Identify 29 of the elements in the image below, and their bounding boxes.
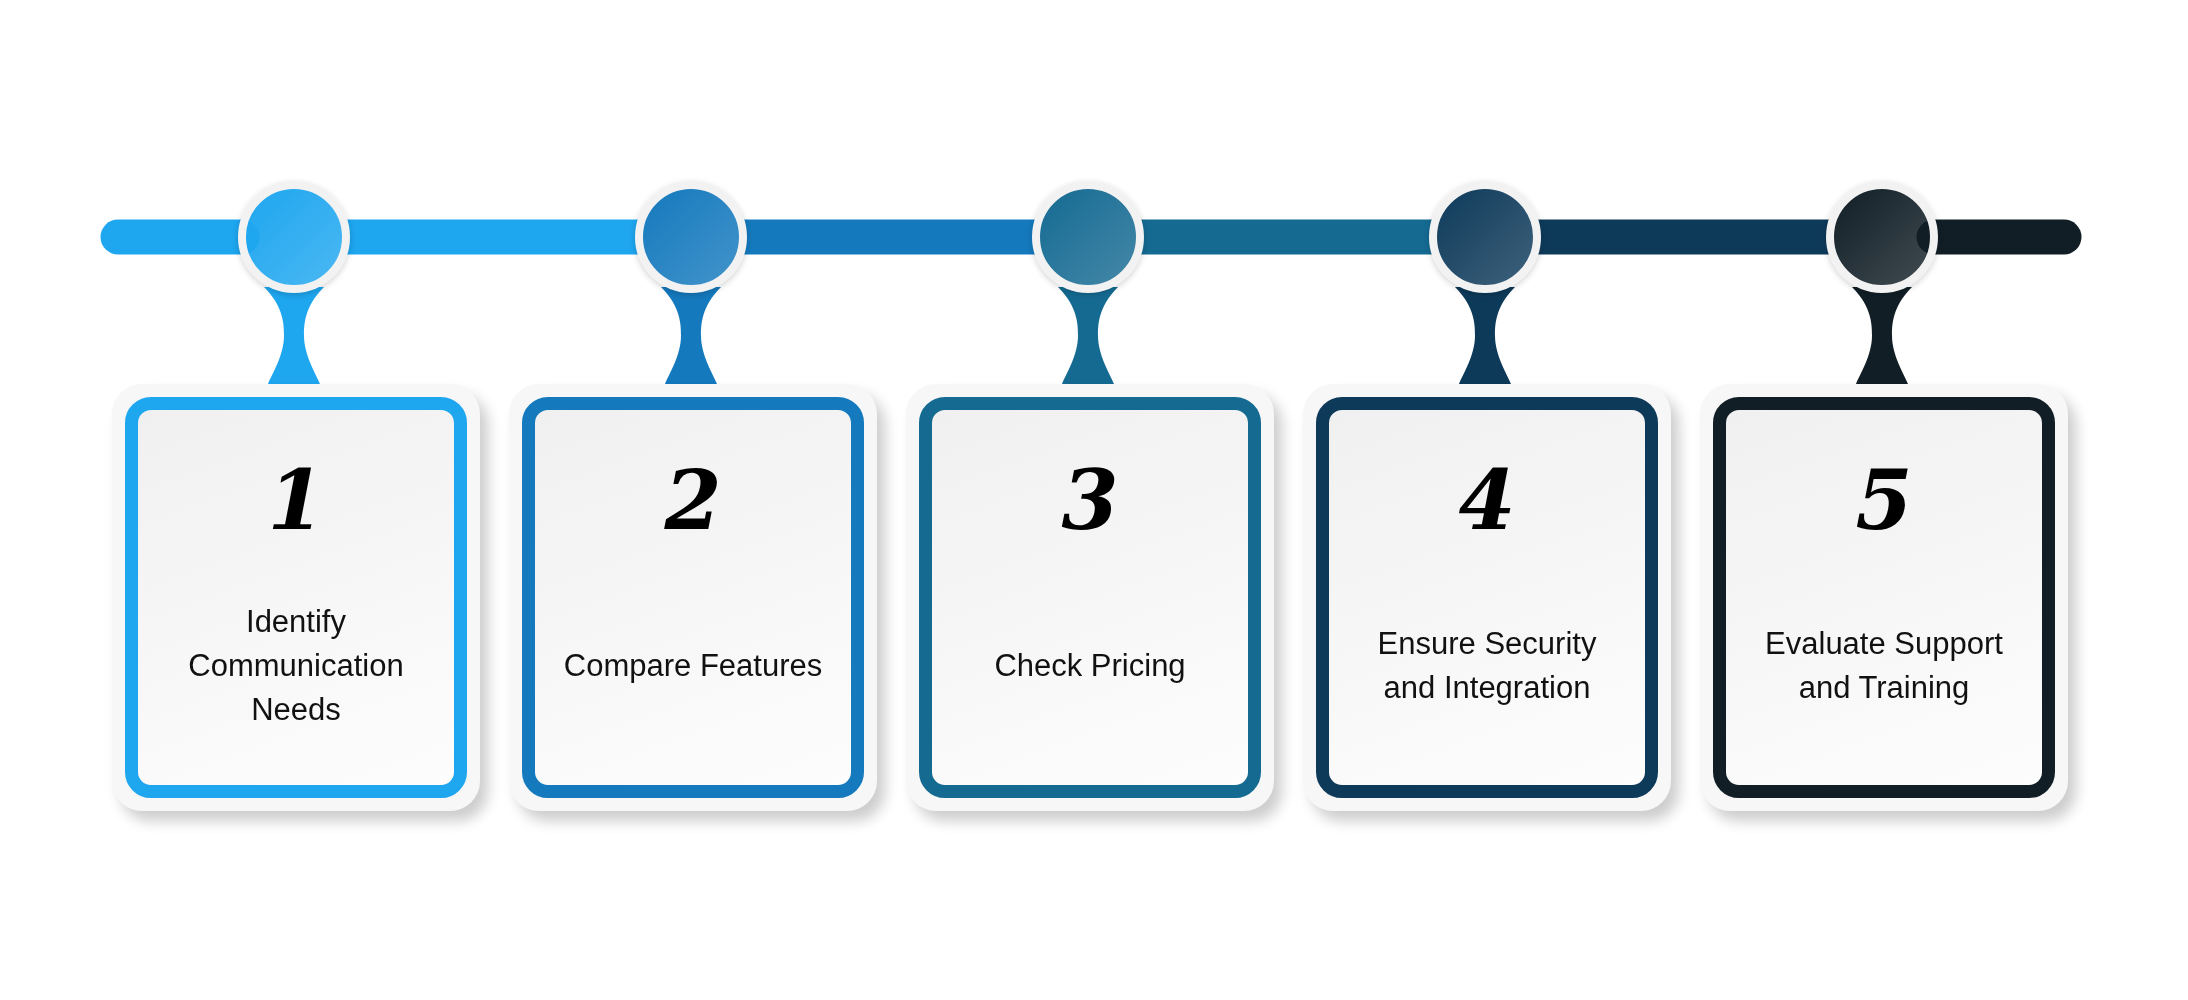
- step-number: 2: [664, 451, 722, 550]
- step-circle: [1429, 181, 1541, 293]
- step-circle: [238, 181, 350, 293]
- step-text: Evaluate Support and Training: [1764, 625, 2004, 707]
- timeline-bar: [1140, 219, 1433, 255]
- step-number: 3: [1061, 451, 1119, 550]
- step-card: [1700, 384, 2068, 811]
- step-text: Identify Communication Needs: [187, 603, 405, 729]
- connector-neck: [264, 287, 324, 384]
- connector-neck: [661, 287, 721, 384]
- step-number: 1: [267, 451, 325, 550]
- step-circle: [1826, 181, 1938, 293]
- step-card: [906, 384, 1274, 811]
- timeline-bar: [1537, 219, 1830, 255]
- step-text: Ensure Security and Integration: [1376, 625, 1598, 707]
- connector-neck: [1852, 287, 1912, 384]
- step-circle: [635, 181, 747, 293]
- timeline-bar: [346, 219, 639, 255]
- step-number: 4: [1458, 451, 1516, 550]
- step-circle: [1032, 181, 1144, 293]
- step-text: Check Pricing: [994, 647, 1186, 685]
- step-text: Compare Features: [563, 647, 823, 685]
- step-card: [112, 384, 480, 811]
- timeline-bar: [743, 219, 1036, 255]
- step-number: 5: [1855, 451, 1913, 550]
- connector-neck: [1455, 287, 1515, 384]
- step-card: [509, 384, 877, 811]
- step-card: [1303, 384, 1671, 811]
- connector-neck: [1058, 287, 1118, 384]
